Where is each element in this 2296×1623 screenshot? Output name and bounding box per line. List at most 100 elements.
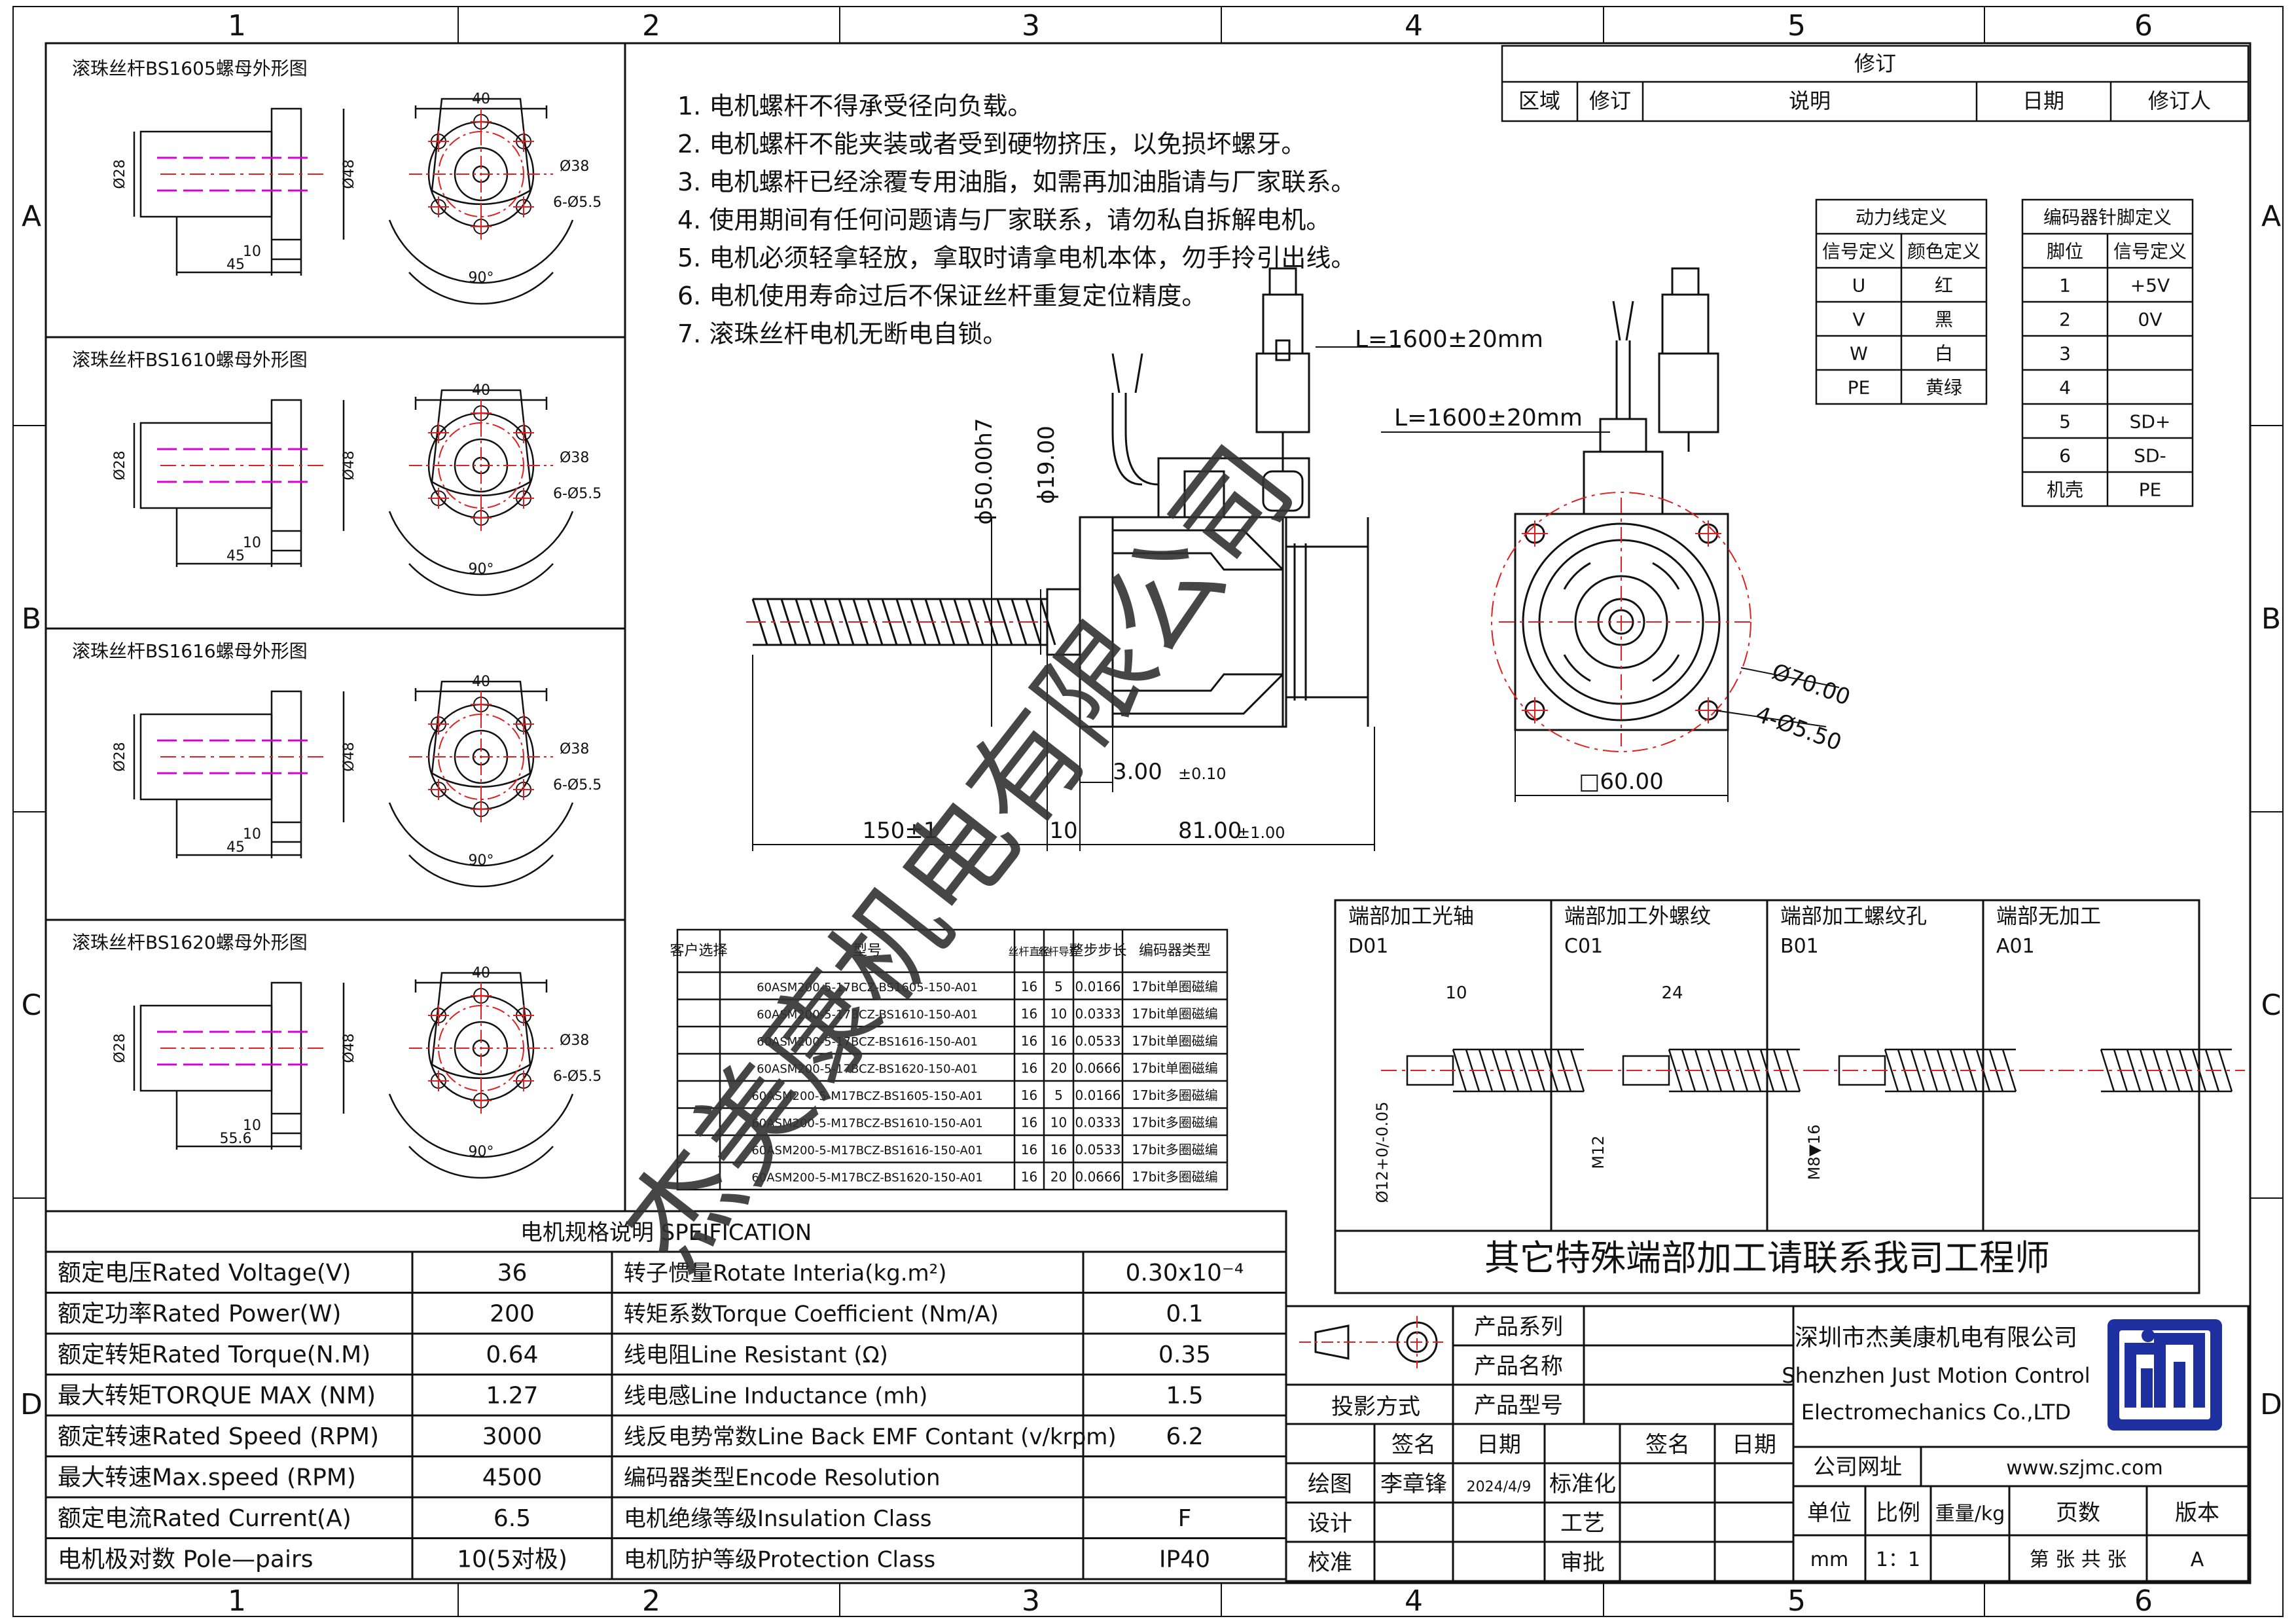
zone-col-label-bottom: 3	[1022, 1584, 1040, 1618]
spec-param-label: 电机绝缘等级Insulation Class	[624, 1506, 932, 1532]
encoder_table-cell: SD-	[2134, 445, 2166, 466]
model-table-cell: 17bit多圈磁编	[1132, 1115, 1218, 1131]
nut-holes-dim: 6-Ø5.5	[553, 1068, 601, 1085]
model-table-cell: 16	[1050, 1033, 1067, 1049]
craft-label: 工艺	[1560, 1510, 1605, 1537]
scale-value: 1：1	[1876, 1548, 1920, 1571]
shaft-d19-dim: ϕ19.00	[1033, 426, 1060, 504]
unit-label: 单位	[1807, 1500, 1852, 1526]
zone-row-label-right: A	[2261, 200, 2281, 233]
spec-param-label: 线反电势常数Line Back EMF Contant (v/krpm)	[624, 1424, 1117, 1450]
note-line: 1. 电机螺杆不得承受径向负载。	[677, 92, 1032, 120]
power_table-cell: 黑	[1935, 308, 1953, 330]
nut-angle-dim: 90°	[469, 852, 494, 869]
model-table-cell: 0.0533	[1075, 1142, 1121, 1158]
end-type-title: 端部加工螺纹孔	[1780, 903, 1927, 928]
encoder_table-cell: 1	[2059, 274, 2071, 296]
nut-holes-dim: 6-Ø5.5	[553, 777, 601, 793]
nut-d48-dim: Ø48	[341, 450, 357, 480]
spec-param-label: 额定转矩Rated Torque(N.M)	[58, 1341, 370, 1368]
power_table-cell: W	[1850, 342, 1868, 364]
model-table-cell: 16	[1021, 1169, 1037, 1185]
product-series-label: 产品系列	[1474, 1314, 1563, 1340]
spec-param-value: 0.30x10⁻⁴	[1126, 1260, 1244, 1286]
date-header: 日期	[1477, 1432, 1521, 1458]
model-table-header: 丝杆直径	[1008, 945, 1050, 958]
model-table-cell: 0.0666	[1075, 1061, 1121, 1076]
model-table-cell: 0.0166	[1075, 1087, 1121, 1103]
draw-date: 2024/4/9	[1467, 1479, 1532, 1495]
model-table-cell: 16	[1050, 1142, 1067, 1158]
zone-row-label-right: B	[2261, 602, 2281, 636]
encoder_table-cell: 0V	[2138, 308, 2162, 330]
nut-d48-dim: Ø48	[341, 1033, 357, 1063]
nut-view-title: 滚珠丝杆BS1605螺母外形图	[72, 58, 308, 79]
zone-col-label-top: 3	[1022, 9, 1040, 43]
spec-param-value: 1.5	[1166, 1383, 1203, 1410]
end-type-code: A01	[1996, 935, 2035, 958]
company-name-en-1: Shenzhen Just Motion Control	[1782, 1363, 2090, 1388]
zone-row-label-right: D	[2260, 1388, 2282, 1421]
power_table-cell: U	[1852, 274, 1866, 296]
revision-header: 区域	[1518, 88, 1560, 113]
website-value: www.szjmc.com	[2006, 1457, 2162, 1480]
model-table-cell: 60ASM200-5-M17BCZ-BS1616-150-A01	[751, 1144, 982, 1158]
spec-param-value: 36	[497, 1260, 528, 1286]
spec-param-label: 最大转矩TORQUE MAX (NM)	[58, 1383, 376, 1410]
spec-param-value: 0.1	[1166, 1301, 1203, 1328]
zone-col-label-bottom: 6	[2134, 1584, 2153, 1618]
model-table-cell: 60ASM200-5-M17BCZ-BS1610-150-A01	[751, 1117, 982, 1131]
note-line: 6. 电机使用寿命过后不保证丝杆重复定位精度。	[677, 282, 1206, 310]
revision-header: 修订人	[2148, 88, 2211, 113]
note-line: 2. 电机螺杆不能夹装或者受到硬物挤压，以免损坏螺牙。	[677, 130, 1306, 158]
model-table-cell: 16	[1021, 1033, 1037, 1049]
zone-row-label-left: D	[20, 1388, 43, 1421]
power_table-cell: 黄绿	[1926, 376, 1962, 398]
nut-d48-dim: Ø48	[341, 159, 357, 189]
spec-title: 电机规格说明 SPEIFICATION	[520, 1220, 812, 1246]
model-table-cell: 17bit单圈磁编	[1132, 1061, 1218, 1076]
nut-pcd-dim: Ø38	[560, 1032, 589, 1049]
zone-col-label-bottom: 5	[1787, 1584, 1806, 1618]
spec-param-value: 6.5	[493, 1505, 531, 1532]
pages-value: 第 张 共 张	[2030, 1548, 2127, 1571]
encoder_table-cell: 机壳	[2047, 479, 2083, 500]
power_table-cell: V	[1852, 308, 1865, 330]
nut-l45-dim: 45	[226, 257, 245, 273]
company-name-en-2: Electromechanics Co.,LTD	[1801, 1400, 2071, 1425]
encoder_table-cell: SD+	[2130, 410, 2171, 432]
spec-param-label: 额定转速Rated Speed (RPM)	[58, 1423, 379, 1450]
spec-param-label: 最大转速Max.speed (RPM)	[58, 1465, 356, 1491]
t3-dim: 3.00	[1113, 759, 1162, 785]
nut-width-dim: 40	[472, 965, 490, 981]
zone-row-label-left: C	[22, 989, 42, 1022]
end-type-side-dim: Ø12+0/-0.05	[1373, 1102, 1391, 1203]
zone-col-label-top: 1	[228, 9, 246, 43]
encoder_table-cell: 2	[2059, 308, 2071, 330]
model-table-cell: 16	[1021, 1006, 1037, 1022]
end-type-top-dim: 10	[1445, 983, 1467, 1003]
encoder_table-cell: 4	[2059, 376, 2071, 398]
spec-param-label: 转矩系数Torque Coefficient (Nm/A)	[624, 1302, 999, 1328]
model-table-cell: 0.0666	[1075, 1169, 1121, 1185]
note-line: 7. 滚珠丝杆电机无断电自锁。	[677, 319, 1007, 348]
pages-label: 页数	[2056, 1500, 2100, 1526]
nut-l45-dim: 45	[226, 548, 245, 564]
nut-pcd-dim: Ø38	[560, 158, 589, 175]
nut-angle-dim: 90°	[469, 270, 494, 286]
encoder_table-header: 信号定义	[2113, 240, 2187, 262]
sq60-dim: □60.00	[1579, 769, 1663, 795]
model-table-cell: 60ASM200-5-17BCZ-BS1605-150-A01	[757, 981, 978, 994]
model-table-cell: 10	[1050, 1115, 1067, 1131]
spec-param-label: 额定电压Rated Voltage(V)	[58, 1260, 351, 1286]
spec-param-value: F	[1178, 1505, 1192, 1532]
weight-label: 重量/kg	[1935, 1503, 2005, 1525]
model-table-cell: 60ASM200-5-17BCZ-BS1620-150-A01	[757, 1063, 978, 1076]
model-table-cell: 0.0333	[1075, 1006, 1121, 1022]
nut-pcd-dim: Ø38	[560, 741, 589, 757]
zone-row-label-left: B	[22, 602, 41, 636]
encoder_table-title: 编码器针脚定义	[2043, 206, 2172, 228]
